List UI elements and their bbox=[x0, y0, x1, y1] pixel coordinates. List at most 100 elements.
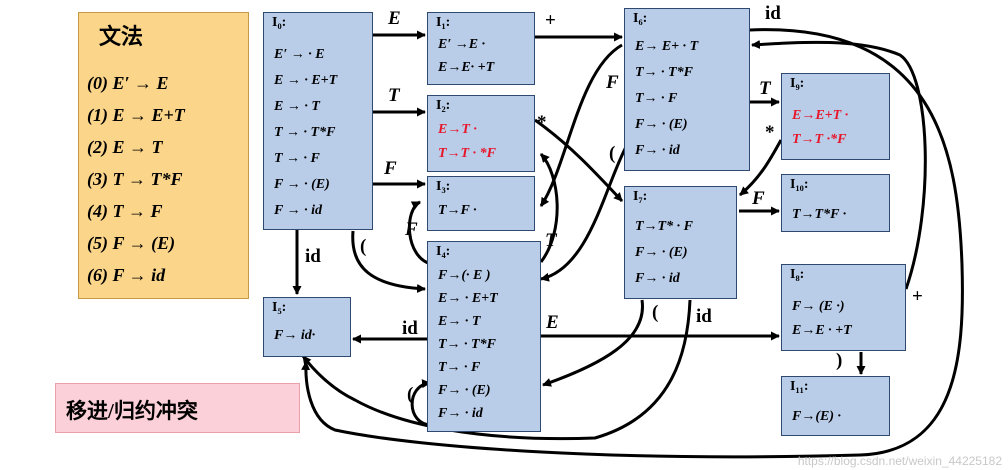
state-i0: I₀: E′ → · E E → · E+T E → · T T → · T*F… bbox=[263, 12, 373, 230]
state-item: F→ id· bbox=[274, 328, 316, 343]
state-name: I₉: bbox=[790, 76, 805, 91]
state-item: F → · (E) bbox=[274, 177, 330, 192]
state-item: F→(E) · bbox=[792, 409, 841, 424]
edge-label-i0-i5: id bbox=[305, 246, 321, 267]
state-item: E→ · E+T bbox=[438, 291, 498, 306]
state-item: E→E · +T bbox=[792, 323, 852, 338]
edge-label-i6-i9: T bbox=[759, 78, 771, 99]
grammar-rule: (4) T → F bbox=[87, 201, 163, 221]
state-i11: I₁₁: F→(E) · bbox=[781, 376, 890, 436]
state-name: I₆: bbox=[633, 11, 648, 26]
edge-label-i6-i4: ( bbox=[609, 143, 616, 164]
state-item: F→ · (E) bbox=[635, 117, 688, 132]
state-item: F→ · id bbox=[635, 271, 680, 286]
state-item: F→ (E ·) bbox=[792, 299, 845, 314]
edge-label-i2-i7: * bbox=[537, 112, 547, 133]
state-i2: I₂: E→T · T→T · *F bbox=[427, 95, 535, 172]
edge-label-i4-i5: id bbox=[402, 318, 418, 339]
edge-label-i0-i2: T bbox=[388, 85, 400, 106]
state-item: T→ · F bbox=[438, 360, 481, 375]
state-i9: I₉: E→E+T · T→T ·*F bbox=[781, 73, 890, 160]
state-item: F→ · (E) bbox=[438, 383, 491, 398]
edge-label-i4-i3: F bbox=[405, 219, 418, 240]
edge-label-i7-i10: F bbox=[752, 188, 765, 209]
state-item: F → · id bbox=[274, 203, 322, 218]
state-item: F→ · id bbox=[438, 406, 483, 421]
grammar-rule: (2) E → T bbox=[87, 137, 163, 157]
state-i4: I₄: F→(· E ) E→ · E+T E→ · T T→ · T*F T→… bbox=[427, 241, 541, 432]
edge-i6-i3 bbox=[539, 43, 623, 207]
state-i6: I₆: E→ E+ · T T→ · T*F T→ · F F→ · (E) F… bbox=[624, 8, 750, 171]
state-item: E→E· +T bbox=[438, 60, 495, 75]
grammar-title: 文法 bbox=[99, 24, 144, 49]
edge-label-i4-i4: ( bbox=[407, 384, 414, 405]
edge-i4-i2 bbox=[539, 152, 559, 263]
edge-label-i0-i3: F bbox=[384, 158, 397, 179]
state-item: F→ · id bbox=[635, 143, 680, 158]
state-name: I₂: bbox=[436, 98, 451, 113]
state-name: I₁: bbox=[436, 15, 451, 30]
edge-label-i0-i1: E bbox=[388, 8, 401, 29]
state-item: T→T ·*F bbox=[792, 132, 847, 147]
state-i1: I₁: E′ →E · E→E· +T bbox=[427, 12, 535, 85]
watermark: https://blog.csdn.net/weixin_44225182 bbox=[797, 454, 1002, 468]
state-name: I₈: bbox=[790, 267, 805, 282]
edge-i8-i6 bbox=[751, 40, 927, 290]
state-item: T→T* · F bbox=[635, 219, 693, 234]
state-i8: I₈: F→ (E ·) E→E · +T bbox=[781, 264, 906, 351]
state-item: F→(· E ) bbox=[438, 268, 491, 283]
grammar-rule: (6) F → id bbox=[87, 265, 166, 285]
state-name: I₁₁: bbox=[790, 379, 809, 394]
state-item: T→F · bbox=[438, 203, 477, 218]
state-name: I₄: bbox=[436, 244, 451, 259]
state-i3: I₃: T→F · bbox=[427, 176, 535, 231]
edge-label-i1-i6: + bbox=[545, 10, 556, 31]
state-name: I₁₀: bbox=[790, 177, 809, 192]
state-item: F→ · (E) bbox=[635, 245, 688, 260]
state-name: I₀: bbox=[272, 15, 287, 30]
edge-label-i8-i6: + bbox=[912, 286, 923, 307]
edge-label-i8-i11: ) bbox=[836, 350, 843, 371]
state-item: E → · E+T bbox=[274, 73, 338, 88]
state-name: I₇: bbox=[633, 189, 648, 204]
state-item: T → · F bbox=[274, 151, 320, 166]
state-item: T→ · F bbox=[635, 91, 678, 106]
state-i7: I₇: T→T* · F F→ · (E) F→ · id bbox=[624, 186, 737, 299]
state-name: I₅: bbox=[272, 300, 287, 315]
state-item: T→T · *F bbox=[438, 146, 496, 161]
state-item: T→T*F · bbox=[792, 207, 847, 222]
state-item: T→ · T*F bbox=[438, 337, 496, 352]
grammar-rule: (1) E → E+T bbox=[87, 105, 185, 125]
edge-label-i7-i5: id bbox=[696, 306, 712, 327]
state-name: I₃: bbox=[436, 179, 451, 194]
edge-i0-i4 bbox=[351, 230, 426, 294]
edge-label-i0-i4: ( bbox=[360, 236, 367, 257]
state-item: E′ →E · bbox=[438, 37, 486, 52]
state-item: E → · T bbox=[274, 99, 320, 114]
edge-label-i4-i2: T bbox=[545, 230, 557, 251]
conflict-note: 移进/归约冲突 bbox=[55, 383, 300, 433]
grammar-rule: (3) T → T*F bbox=[87, 169, 183, 189]
edge-label-i9-i7: * bbox=[765, 122, 775, 143]
edge-i6-i4 bbox=[540, 144, 629, 282]
conflict-note-text: 移进/归约冲突 bbox=[66, 399, 198, 423]
edge-i7-i5 bbox=[301, 299, 692, 441]
state-item: E→T · bbox=[438, 122, 477, 137]
state-i10: I₁₀: T→T*F · bbox=[781, 174, 890, 232]
edge-label-i7-i4: ( bbox=[652, 302, 659, 323]
state-item: T → · T*F bbox=[274, 125, 336, 140]
edge-i9-i7 bbox=[739, 139, 783, 197]
state-item: E→E+T · bbox=[792, 108, 849, 123]
state-item: E→ · T bbox=[438, 314, 481, 329]
edge-label-i6-i5: id bbox=[765, 3, 781, 24]
grammar-rule: (0) E′ → E bbox=[87, 73, 169, 93]
grammar-panel: 文法 (0) E′ → E (1) E → E+T (2) E → T (3) … bbox=[78, 12, 249, 299]
edge-label-i6-i3: F bbox=[606, 72, 619, 93]
edge-i6-i5 bbox=[301, 28, 964, 459]
state-i5: I₅: F→ id· bbox=[263, 297, 351, 357]
edge-i4-i3 bbox=[407, 200, 432, 266]
grammar-rule: (5) F → (E) bbox=[87, 233, 176, 253]
edge-label-i4-i8: E bbox=[546, 312, 559, 333]
edge-i7-i4 bbox=[542, 299, 644, 387]
